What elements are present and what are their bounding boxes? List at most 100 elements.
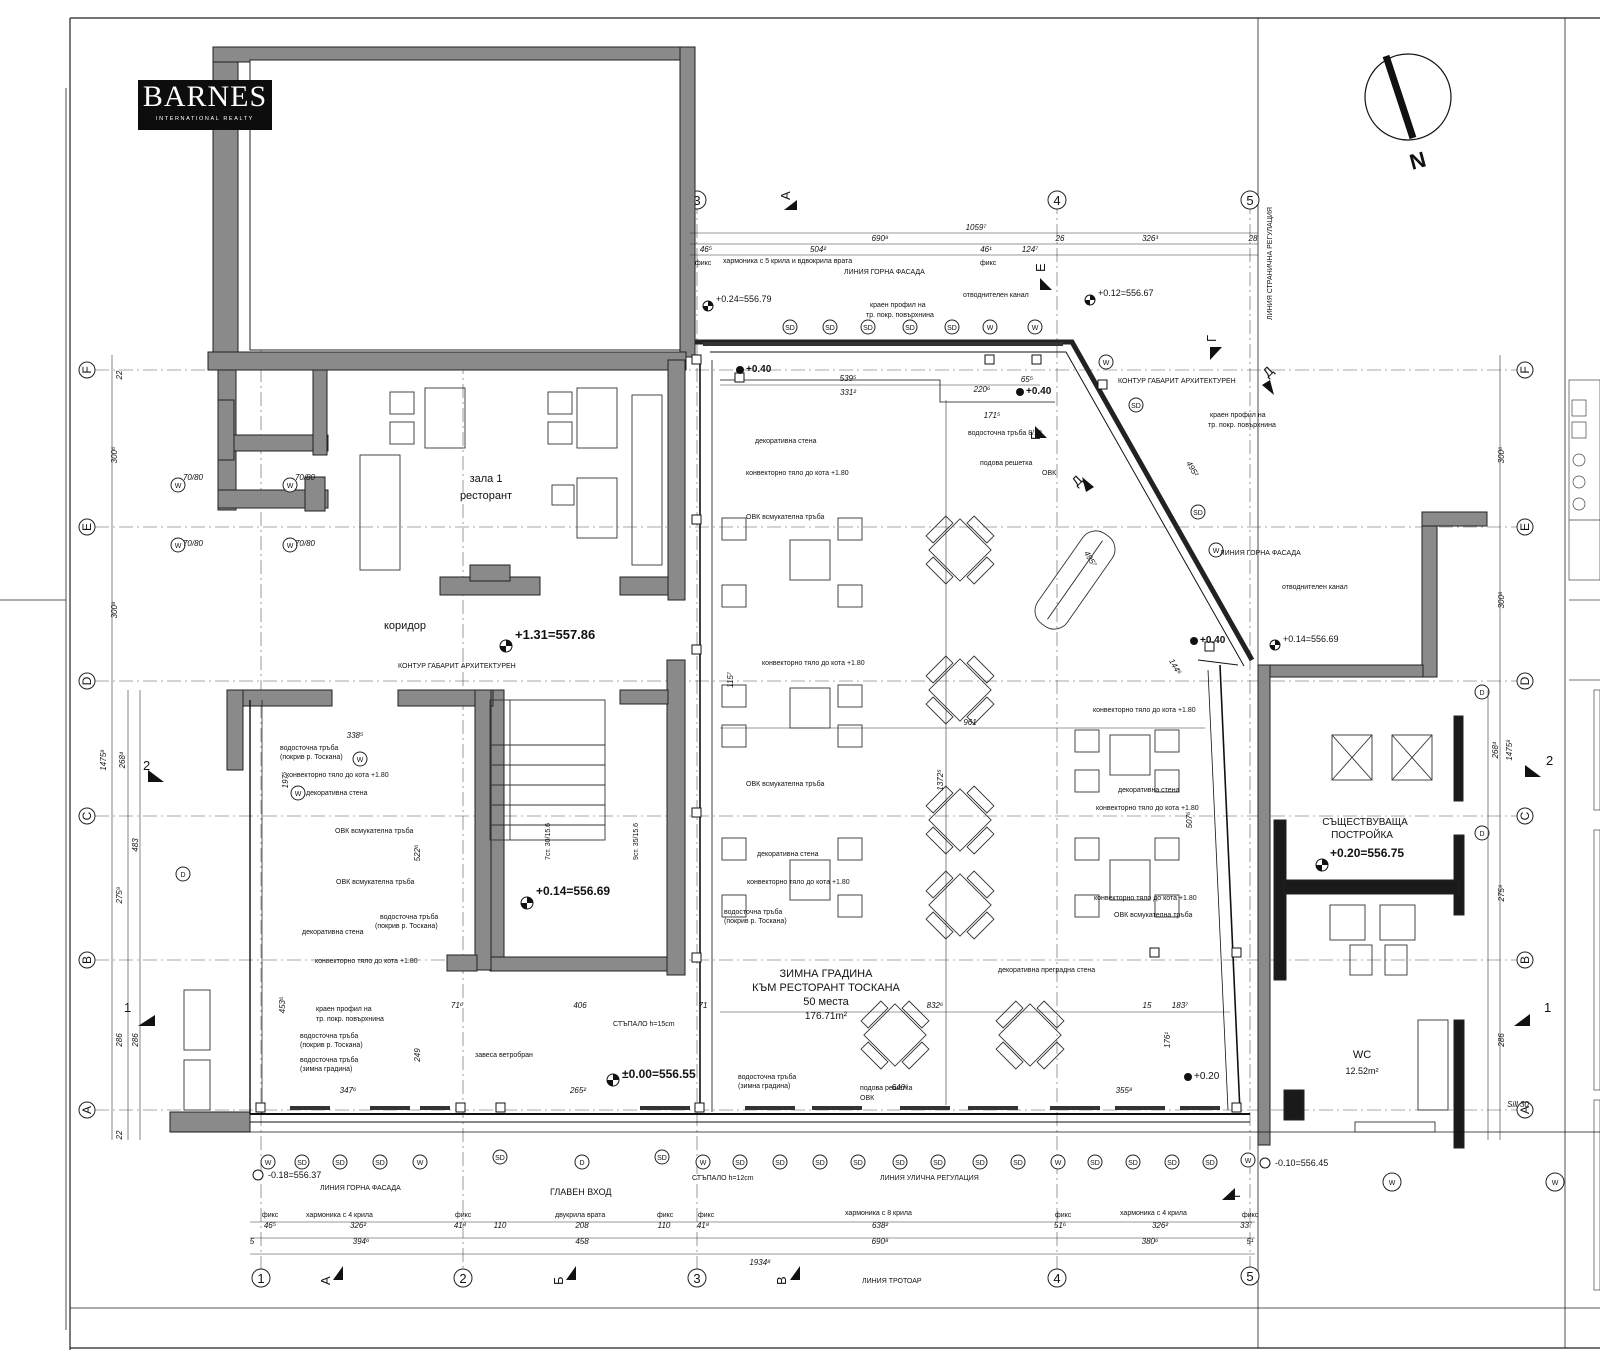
level-top-right: +0.12=556.67 xyxy=(1098,288,1154,298)
dim: 115⁷ xyxy=(726,671,735,688)
note-pipe-garden-title: водосточна тръба xyxy=(738,1073,796,1081)
dim: 144⁶ xyxy=(1167,657,1183,677)
dim: 1059⁷ xyxy=(966,223,988,232)
garden-area: 176.71m² xyxy=(805,1011,848,1022)
building-walls xyxy=(169,46,1488,1149)
svg-text:SD: SD xyxy=(1013,1160,1023,1167)
note-pipe-roof: (покрив р. Тоскана) xyxy=(724,918,787,925)
note-convector: конвекторно тяло до кота +1.80 xyxy=(747,879,850,886)
dim: 406 xyxy=(573,1001,587,1010)
dim: 70/80 xyxy=(183,473,204,482)
fixture-tags: SD SD SD SD SD W W W SD SD W W SD SD SD … xyxy=(170,319,1565,1192)
note-pipe-roof: (покрив р. Тоскана) xyxy=(300,1042,363,1049)
level-corridor: +1.31=557.86 xyxy=(515,627,595,642)
note-harmonika8: хармоника с 8 крила xyxy=(845,1210,912,1217)
note-convector: конвекторно тяло до кота +1.80 xyxy=(1096,805,1199,812)
svg-text:SD: SD xyxy=(853,1160,863,1167)
row-axis-markers: F E D C B A F E D C B A xyxy=(78,361,1534,1119)
note-partition: декоративна преградна стена xyxy=(998,967,1095,974)
svg-text:W: W xyxy=(1103,360,1110,367)
note-harmonika4a: хармоника с 4 крила xyxy=(306,1212,373,1219)
note-harmonika5: хармоника с 5 крила и вдвокрила врата xyxy=(723,258,852,265)
note-facade-bottom: ЛИНИЯ ГОРНА ФАСАДА xyxy=(320,1185,401,1192)
dim: 1372⁵ xyxy=(936,769,945,791)
dim: 286 xyxy=(1497,1033,1506,1048)
svg-text:SD: SD xyxy=(335,1160,345,1167)
note-roof-surface: тр. покр. повърхнина xyxy=(866,312,934,319)
dim: 51⁶ xyxy=(1054,1221,1067,1230)
dim: 265² xyxy=(569,1086,586,1095)
dim: 1934⁸ xyxy=(749,1258,771,1267)
note-convector: конвекторно тяло до кота +1.80 xyxy=(315,958,418,965)
existing-building-1: СЪЩЕСТВУВАЩА xyxy=(1322,817,1408,828)
dim: 453⁶ xyxy=(278,996,287,1013)
svg-text:SD: SD xyxy=(1090,1160,1100,1167)
glazing-strips xyxy=(290,342,1220,1110)
north-label: N xyxy=(1407,147,1429,175)
dim: 690⁸ xyxy=(872,234,889,243)
garden-title-2: КЪМ РЕСТОРАНТ ТОСКАНА xyxy=(752,982,900,994)
note-ovk-pipe: ОВК всмукателна тръба xyxy=(746,780,825,788)
axis-row-label: E xyxy=(1518,523,1532,531)
svg-text:D: D xyxy=(1479,831,1484,838)
note-ovk-pipe: ОВК всмукателна тръба xyxy=(746,513,825,521)
dim: 22 xyxy=(115,370,124,380)
note-edge-profile: краен профил на xyxy=(1210,412,1266,419)
axis-row-label: D xyxy=(80,676,94,685)
axis-row-label: C xyxy=(80,811,94,820)
level-stair: +0.14=556.69 xyxy=(536,884,610,898)
note-fix: фикс xyxy=(695,260,712,267)
dim: 110 xyxy=(494,1221,507,1230)
dim: 338⁵ xyxy=(347,731,364,740)
note-step-12: СТЪПАЛО h=12cm xyxy=(692,1175,754,1182)
title-block-strip xyxy=(1568,379,1600,1291)
dim: 300⁶ xyxy=(110,446,119,463)
note-facade-right: ЛИНИЯ ГОРНА ФАСАДА xyxy=(1220,550,1301,557)
axis-row-label: F xyxy=(80,366,94,373)
note-fix: фикс xyxy=(657,1212,674,1219)
dim: 355⁸ xyxy=(1116,1086,1133,1095)
note-downpipe: водосточна тръба 8/10 xyxy=(968,429,1042,437)
dim: 46⁵ xyxy=(264,1221,277,1230)
note-pipe-garden: (зимна градина) xyxy=(738,1083,790,1090)
dim: 5¹ xyxy=(1246,1237,1253,1246)
dim: 71 xyxy=(699,1001,708,1010)
dim: 380⁶ xyxy=(1142,1237,1159,1246)
dim: 176¹ xyxy=(1163,1032,1172,1048)
dim: 495² xyxy=(1184,460,1200,479)
svg-text:W: W xyxy=(287,543,294,550)
note-fix: фикс xyxy=(455,1212,472,1219)
note-pipe-toscana: водосточна тръба xyxy=(280,744,338,752)
note-roof-surface: тр. покр. повърхнина xyxy=(316,1016,384,1023)
svg-text:SD: SD xyxy=(375,1160,385,1167)
note-main-entrance: ГЛАВЕН ВХОД xyxy=(550,1187,612,1197)
svg-text:W: W xyxy=(1032,325,1039,332)
dim: 458 xyxy=(575,1237,589,1246)
note-fix: фикс xyxy=(1242,1212,1259,1219)
axis-row-label: A xyxy=(80,1106,94,1114)
dim: 961 xyxy=(963,718,976,727)
dim: 1475⁸ xyxy=(99,749,108,771)
north-arrow-icon: N xyxy=(1364,53,1452,175)
section-label: Б xyxy=(551,1276,566,1285)
svg-text:SD: SD xyxy=(495,1155,505,1162)
section-label: 1 xyxy=(124,1000,131,1015)
dim: 33⁷ xyxy=(1240,1221,1253,1230)
dim: 65⁵ xyxy=(1021,375,1034,384)
section-label: Г xyxy=(1204,335,1219,342)
level-existing: +0.20=556.75 xyxy=(1330,846,1404,860)
note-edge-profile: краен профил на xyxy=(870,302,926,309)
note-pipe-toscana: водосточна тръба xyxy=(380,913,438,921)
section-label: А xyxy=(318,1276,333,1285)
level-bottom-left: -0.18=556.37 xyxy=(268,1170,321,1180)
svg-text:SD: SD xyxy=(947,325,957,332)
dim: 5 xyxy=(250,1237,255,1246)
dim: 41⁸ xyxy=(454,1221,467,1230)
note-pipe-roof: (покрив р. Тоскана) xyxy=(280,754,343,761)
room-labels: зала 1 ресторант коридор ЗИМНА ГРАДИНА К… xyxy=(384,473,1408,1076)
dim: 326³ xyxy=(1142,234,1158,243)
note-side-regulation: ЛИНИЯ СТРАНИЧНА РЕГУЛАЦИЯ xyxy=(1267,207,1274,320)
dim: 268⁴ xyxy=(1491,741,1500,759)
svg-text:D: D xyxy=(579,1160,584,1167)
